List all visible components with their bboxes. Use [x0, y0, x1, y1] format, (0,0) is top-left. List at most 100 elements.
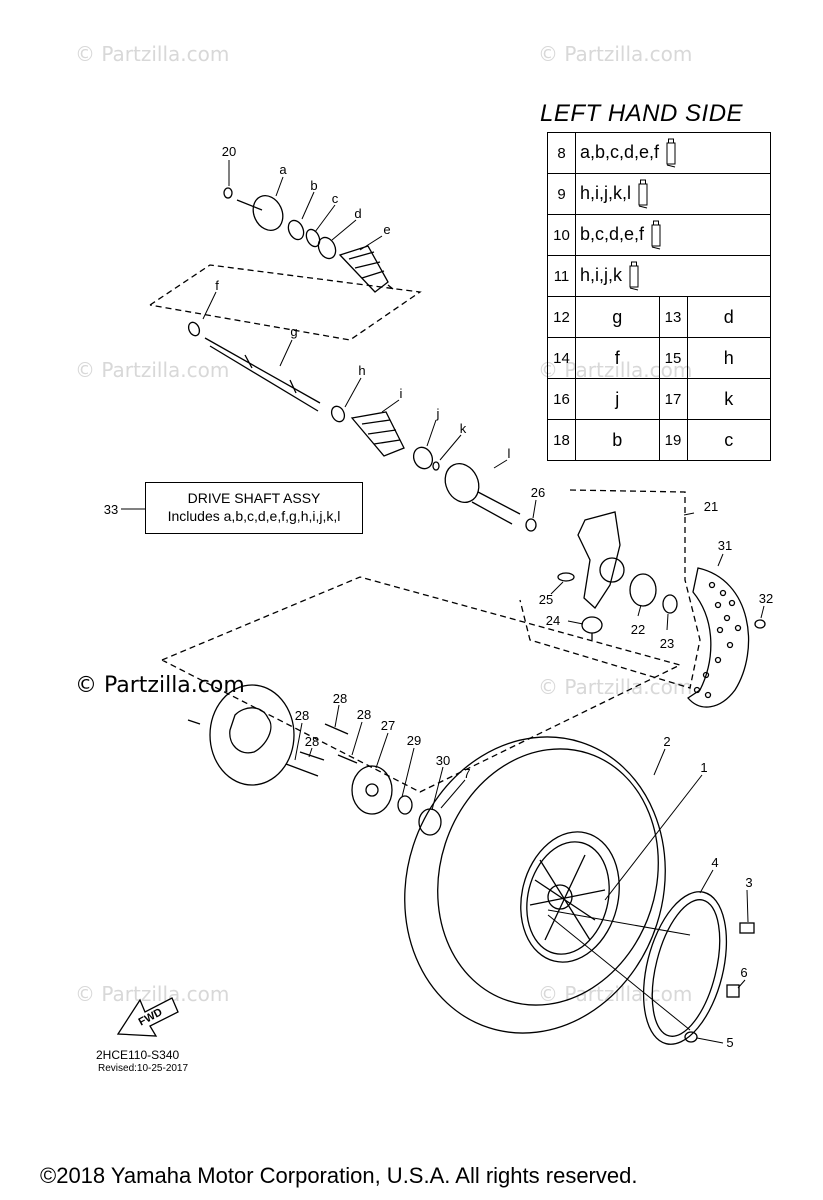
watermark: © Partzilla.com: [538, 982, 693, 1006]
brake-disc-front: [209, 684, 295, 786]
legend-num: 15: [658, 337, 688, 379]
grease-tube-icon: [651, 220, 661, 250]
clamp-d: [317, 236, 337, 260]
ball-joint-24: [581, 616, 603, 640]
legend-part: h: [686, 337, 771, 379]
boot-e: [338, 245, 394, 293]
callout-5: 5: [726, 1035, 733, 1050]
assy-includes: Includes a,b,c,d,e,f,g,h,i,j,k,l: [167, 508, 341, 524]
watermark: © Partzilla.com: [75, 982, 230, 1006]
cap-6: [726, 984, 740, 998]
bearing-22: [629, 573, 657, 607]
callout-24: 24: [546, 613, 560, 628]
legend-num: 9: [547, 173, 576, 215]
stud-bolts-28: [285, 723, 358, 777]
circlip-25: [557, 572, 575, 582]
valve-3: [739, 922, 755, 934]
copyright: ©2018 Yamaha Motor Corporation, U.S.A. A…: [40, 1163, 638, 1188]
legend-part: j: [575, 378, 660, 420]
legend-part: k: [686, 378, 771, 420]
legend-parts: h,i,j,k: [575, 255, 771, 297]
legend-part: f: [575, 337, 660, 379]
legend-part: b: [575, 419, 660, 461]
bolt-32: [754, 619, 766, 629]
callout-f: f: [215, 278, 219, 293]
legend-parts: b,c,d,e,f: [575, 214, 771, 256]
bolt-small: [187, 719, 201, 725]
callout-1: 1: [700, 760, 707, 775]
legend-part: d: [686, 296, 771, 338]
beadlock-ring-4: [642, 891, 728, 1045]
callout-3: 3: [745, 875, 752, 890]
callout-j: j: [436, 406, 440, 421]
legend-parts-text: h,i,j,k,l: [580, 182, 632, 203]
callout-l: l: [508, 446, 511, 461]
watermark: © Partzilla.com: [538, 42, 693, 66]
callout-25: 25: [539, 592, 553, 607]
watermark: © Partzilla.com: [75, 42, 230, 66]
callout-28: 28: [357, 707, 371, 722]
legend-num: 19: [658, 419, 688, 461]
legend-num: 8: [547, 132, 576, 174]
callout-g: g: [290, 324, 297, 339]
watermark-dark: © Partzilla.com: [75, 673, 245, 698]
grease-tube-icon: [666, 138, 676, 168]
callout-31: 31: [718, 538, 732, 553]
table-title: LEFT HAND SIDE: [540, 100, 744, 127]
callout-29: 29: [407, 733, 421, 748]
revision-date: Revised:10-25-2017: [98, 1063, 189, 1074]
boot-i: [350, 411, 405, 457]
tire-2: [404, 736, 666, 1034]
legend-num: 16: [547, 378, 576, 420]
fwd-arrow-icon: [116, 997, 179, 1037]
legend-num: 10: [547, 214, 576, 256]
legend-num: 17: [658, 378, 688, 420]
legend-num: 11: [547, 255, 576, 297]
circlip-k: [432, 461, 440, 471]
callout-21: 21: [704, 499, 718, 514]
legend-part: c: [686, 419, 771, 461]
legend-part: g: [575, 296, 660, 338]
legend-parts-text: a,b,c,d,e,f: [580, 141, 660, 162]
leader-lines: [121, 160, 765, 1044]
callout-23: 23: [660, 636, 674, 651]
clamp-c: [305, 228, 321, 248]
clamp-j: [412, 446, 434, 470]
callout-28: 28: [305, 734, 319, 749]
legend-num: 12: [547, 296, 576, 338]
callout-28: 28: [295, 708, 309, 723]
callout-30: 30: [436, 753, 450, 768]
callout-28: 28: [333, 691, 347, 706]
hub-27: [351, 765, 393, 815]
callout-33: 33: [104, 502, 118, 517]
drive-shaft-assy-box: DRIVE SHAFT ASSY Includes a,b,c,d,e,f,g,…: [145, 482, 363, 534]
spacer-29: [397, 795, 413, 815]
dashed-group-outline: [149, 264, 422, 341]
callout-a: a: [279, 162, 287, 177]
legend-parts-text: b,c,d,e,f: [580, 223, 645, 244]
callout-26: 26: [531, 485, 545, 500]
brake-disc-31: [687, 567, 750, 708]
legend-num: 13: [658, 296, 688, 338]
steering-knuckle: [577, 511, 625, 609]
callout-22: 22: [631, 622, 645, 637]
callout-4: 4: [711, 855, 718, 870]
callout-i: i: [400, 386, 403, 401]
legend-num: 18: [547, 419, 576, 461]
callout-7: 7: [463, 766, 470, 781]
watermark: © Partzilla.com: [75, 358, 230, 382]
callout-d: d: [354, 206, 361, 221]
oil-seal-26: [525, 518, 537, 532]
drive-shaft-g: [187, 321, 321, 412]
callout-h: h: [358, 363, 365, 378]
callout-e: e: [383, 222, 390, 237]
legend-num: 14: [547, 337, 576, 379]
